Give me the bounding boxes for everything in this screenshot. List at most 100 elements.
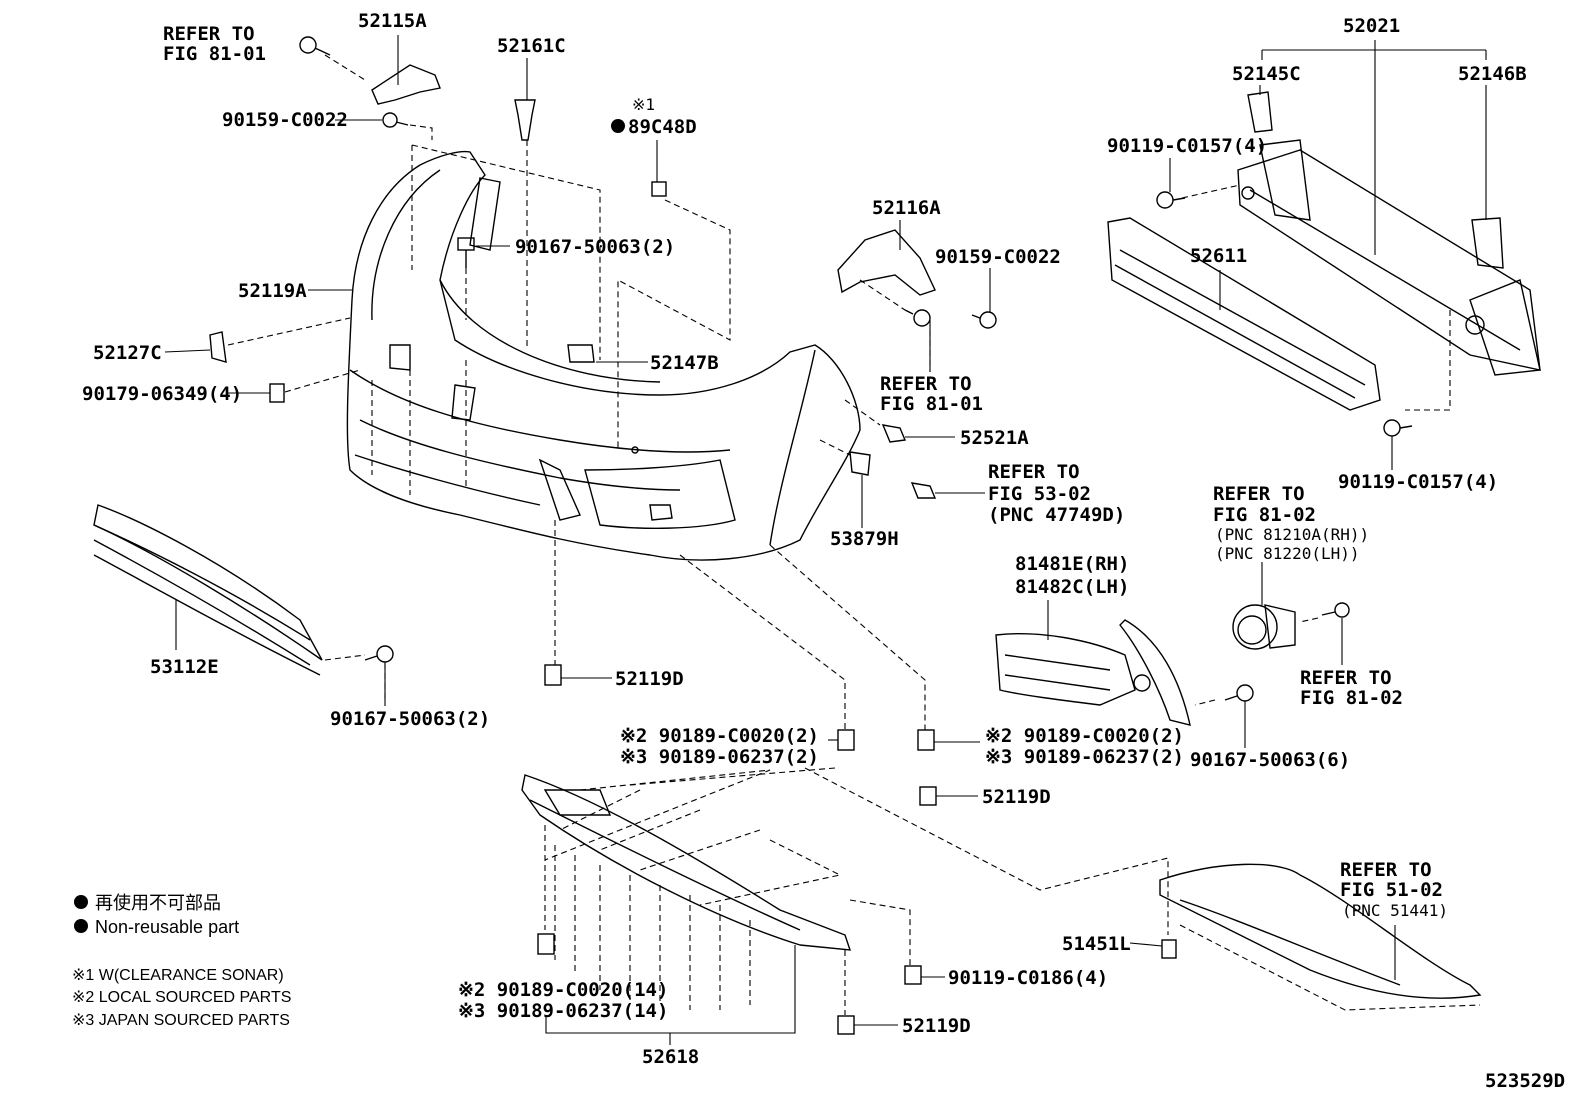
bolt-icon (904, 965, 922, 985)
label-89C48D: 89C48D (628, 116, 697, 138)
label-90159-C0022-b: 90159-C0022 (935, 246, 1061, 268)
label-90119-C0157-a: 90119-C0157(4) (1107, 135, 1267, 157)
bolt-icon (1321, 602, 1350, 618)
label-81482C: 81482C(LH) (1015, 576, 1129, 598)
label-refer-81-02-a: REFER TO (1213, 483, 1305, 505)
label-refer-81-02-b-fig: FIG 81-02 (1300, 687, 1403, 709)
label-90179-06349: 90179-06349(4) (82, 383, 242, 405)
under-cover-shape (1159, 863, 1482, 999)
label-52116A: 52116A (872, 197, 941, 219)
bolt-icon (904, 309, 931, 327)
legend-note2: ※2 LOCAL SOURCED PARTS (72, 989, 291, 1006)
clip-icon (537, 933, 555, 955)
bolt-icon (1224, 684, 1254, 702)
label-52115A: 52115A (358, 10, 427, 32)
leader-lines (164, 35, 1487, 1045)
label-52127C: 52127C (93, 342, 162, 364)
label-52119D-a: 52119D (615, 668, 684, 690)
non-reusable-dot-icon (611, 119, 625, 133)
legend-note3: ※3 JAPAN SOURCED PARTS (72, 1012, 290, 1029)
non-reusable-dot-icon (74, 919, 88, 933)
label-52146B: 52146B (1458, 63, 1527, 85)
label-refer-51-02-fig: FIG 51-02 (1340, 879, 1443, 901)
bolt-icon (837, 1015, 855, 1035)
label-51451L: 51451L (1062, 933, 1131, 955)
reinforcement-shape (1237, 91, 1541, 376)
absorber-shape (1107, 217, 1381, 411)
label-90167-50063-b: 90167-50063(6) (1190, 749, 1350, 771)
label-52161C: 52161C (497, 35, 566, 57)
non-reusable-dot-icon (74, 895, 88, 909)
label-52521A: 52521A (960, 427, 1029, 449)
clip-icon (910, 482, 937, 499)
nut-icon (269, 383, 285, 403)
bracket-52147B-shape (567, 344, 595, 363)
label-81481E: 81481E(RH) (1015, 553, 1129, 575)
label-53879H: 53879H (830, 528, 899, 550)
label-refer-81-01-fig: FIG 81-01 (163, 43, 266, 65)
label-52618: 52618 (642, 1046, 699, 1068)
bolt-icon (1383, 419, 1413, 437)
label-clip-b-local: ※2 90189-C0020(2) (985, 725, 1184, 747)
connection-lines (227, 54, 1481, 1015)
label-refer-81-02-a-fig: FIG 81-02 (1213, 504, 1316, 526)
label-90119-C0157-b: 90119-C0157(4) (1338, 471, 1498, 493)
legend-nonreusable-jp: 再使用不可部品 (95, 893, 221, 913)
grille-shape (93, 504, 323, 676)
bolt-icon (382, 112, 409, 128)
legend-nonreusable-en: Non-reusable part (95, 917, 239, 937)
label-clip-a-japan: ※3 90189-06237(2) (620, 746, 819, 768)
label-refer-81-02-a-pnc-lh: (PNC 81220(LH)) (1215, 544, 1360, 563)
label-clip-a-local: ※2 90189-C0020(2) (620, 725, 819, 747)
sonar-retainer-shape (651, 181, 667, 197)
label-refer-53-02-pnc: (PNC 47749D) (988, 504, 1125, 526)
clip-icon (514, 99, 536, 141)
bolt-icon (1156, 191, 1186, 209)
clip-icon (917, 729, 935, 751)
bolt-icon (457, 237, 475, 268)
label-refer-81-02-a-pnc-rh: (PNC 81210A(RH)) (1215, 525, 1369, 544)
clip-icon (837, 729, 855, 751)
label-refer-53-02-fig: FIG 53-02 (988, 483, 1091, 505)
label-53112E: 53112E (150, 656, 219, 678)
figure-id: 523529D (1485, 1070, 1565, 1092)
label-52119D-b: 52119D (982, 786, 1051, 808)
legend-note1: ※1 W(CLEARANCE SONAR) (72, 967, 284, 984)
bumper-cover-shape (346, 150, 861, 561)
bracket-52116A-shape (837, 229, 936, 296)
label-52021: 52021 (1343, 15, 1400, 37)
label-52119D-c: 52119D (902, 1015, 971, 1037)
label-refer-51-02: REFER TO (1340, 859, 1432, 881)
part-labels: 52115A REFER TO FIG 81-01 90159-C0022 52… (82, 10, 1565, 1092)
legend: 再使用不可部品 Non-reusable part ※1 W(CLEARANCE… (72, 893, 291, 1029)
bolt-icon (364, 645, 394, 663)
fog-cover-shape (995, 619, 1191, 726)
bracket-52115A-shape (371, 64, 441, 105)
bolt-icon (299, 36, 331, 56)
fog-lamp-shape (1232, 604, 1296, 650)
label-clip-b-japan: ※3 90189-06237(2) (985, 746, 1184, 768)
bolt-icon (971, 311, 997, 329)
label-note1-mark: ※1 (632, 95, 655, 114)
clip-icon (849, 451, 871, 476)
label-90167-50063-a: 90167-50063(2) (515, 236, 675, 258)
label-refer-81-01-b-fig: FIG 81-01 (880, 393, 983, 415)
deflector-shape (521, 774, 852, 951)
label-52611: 52611 (1190, 245, 1247, 267)
label-clip-c-japan: ※3 90189-06237(14) (458, 1000, 668, 1022)
label-refer-81-01: REFER TO (163, 23, 255, 45)
label-52147B: 52147B (650, 352, 719, 374)
label-refer-51-02-pnc: (PNC 51441) (1342, 901, 1448, 920)
bolt-icon (544, 664, 562, 686)
label-refer-81-01-b: REFER TO (880, 373, 972, 395)
clip-icon (881, 424, 906, 443)
label-52119A: 52119A (238, 280, 307, 302)
bolt-icon (919, 786, 937, 806)
label-clip-c-local: ※2 90189-C0020(14) (458, 979, 668, 1001)
label-90167-50063-c: 90167-50063(2) (330, 708, 490, 730)
label-52145C: 52145C (1232, 63, 1301, 85)
label-refer-81-02-b: REFER TO (1300, 667, 1392, 689)
bracket-52127C-shape (209, 331, 227, 363)
label-90159-C0022: 90159-C0022 (222, 109, 348, 131)
